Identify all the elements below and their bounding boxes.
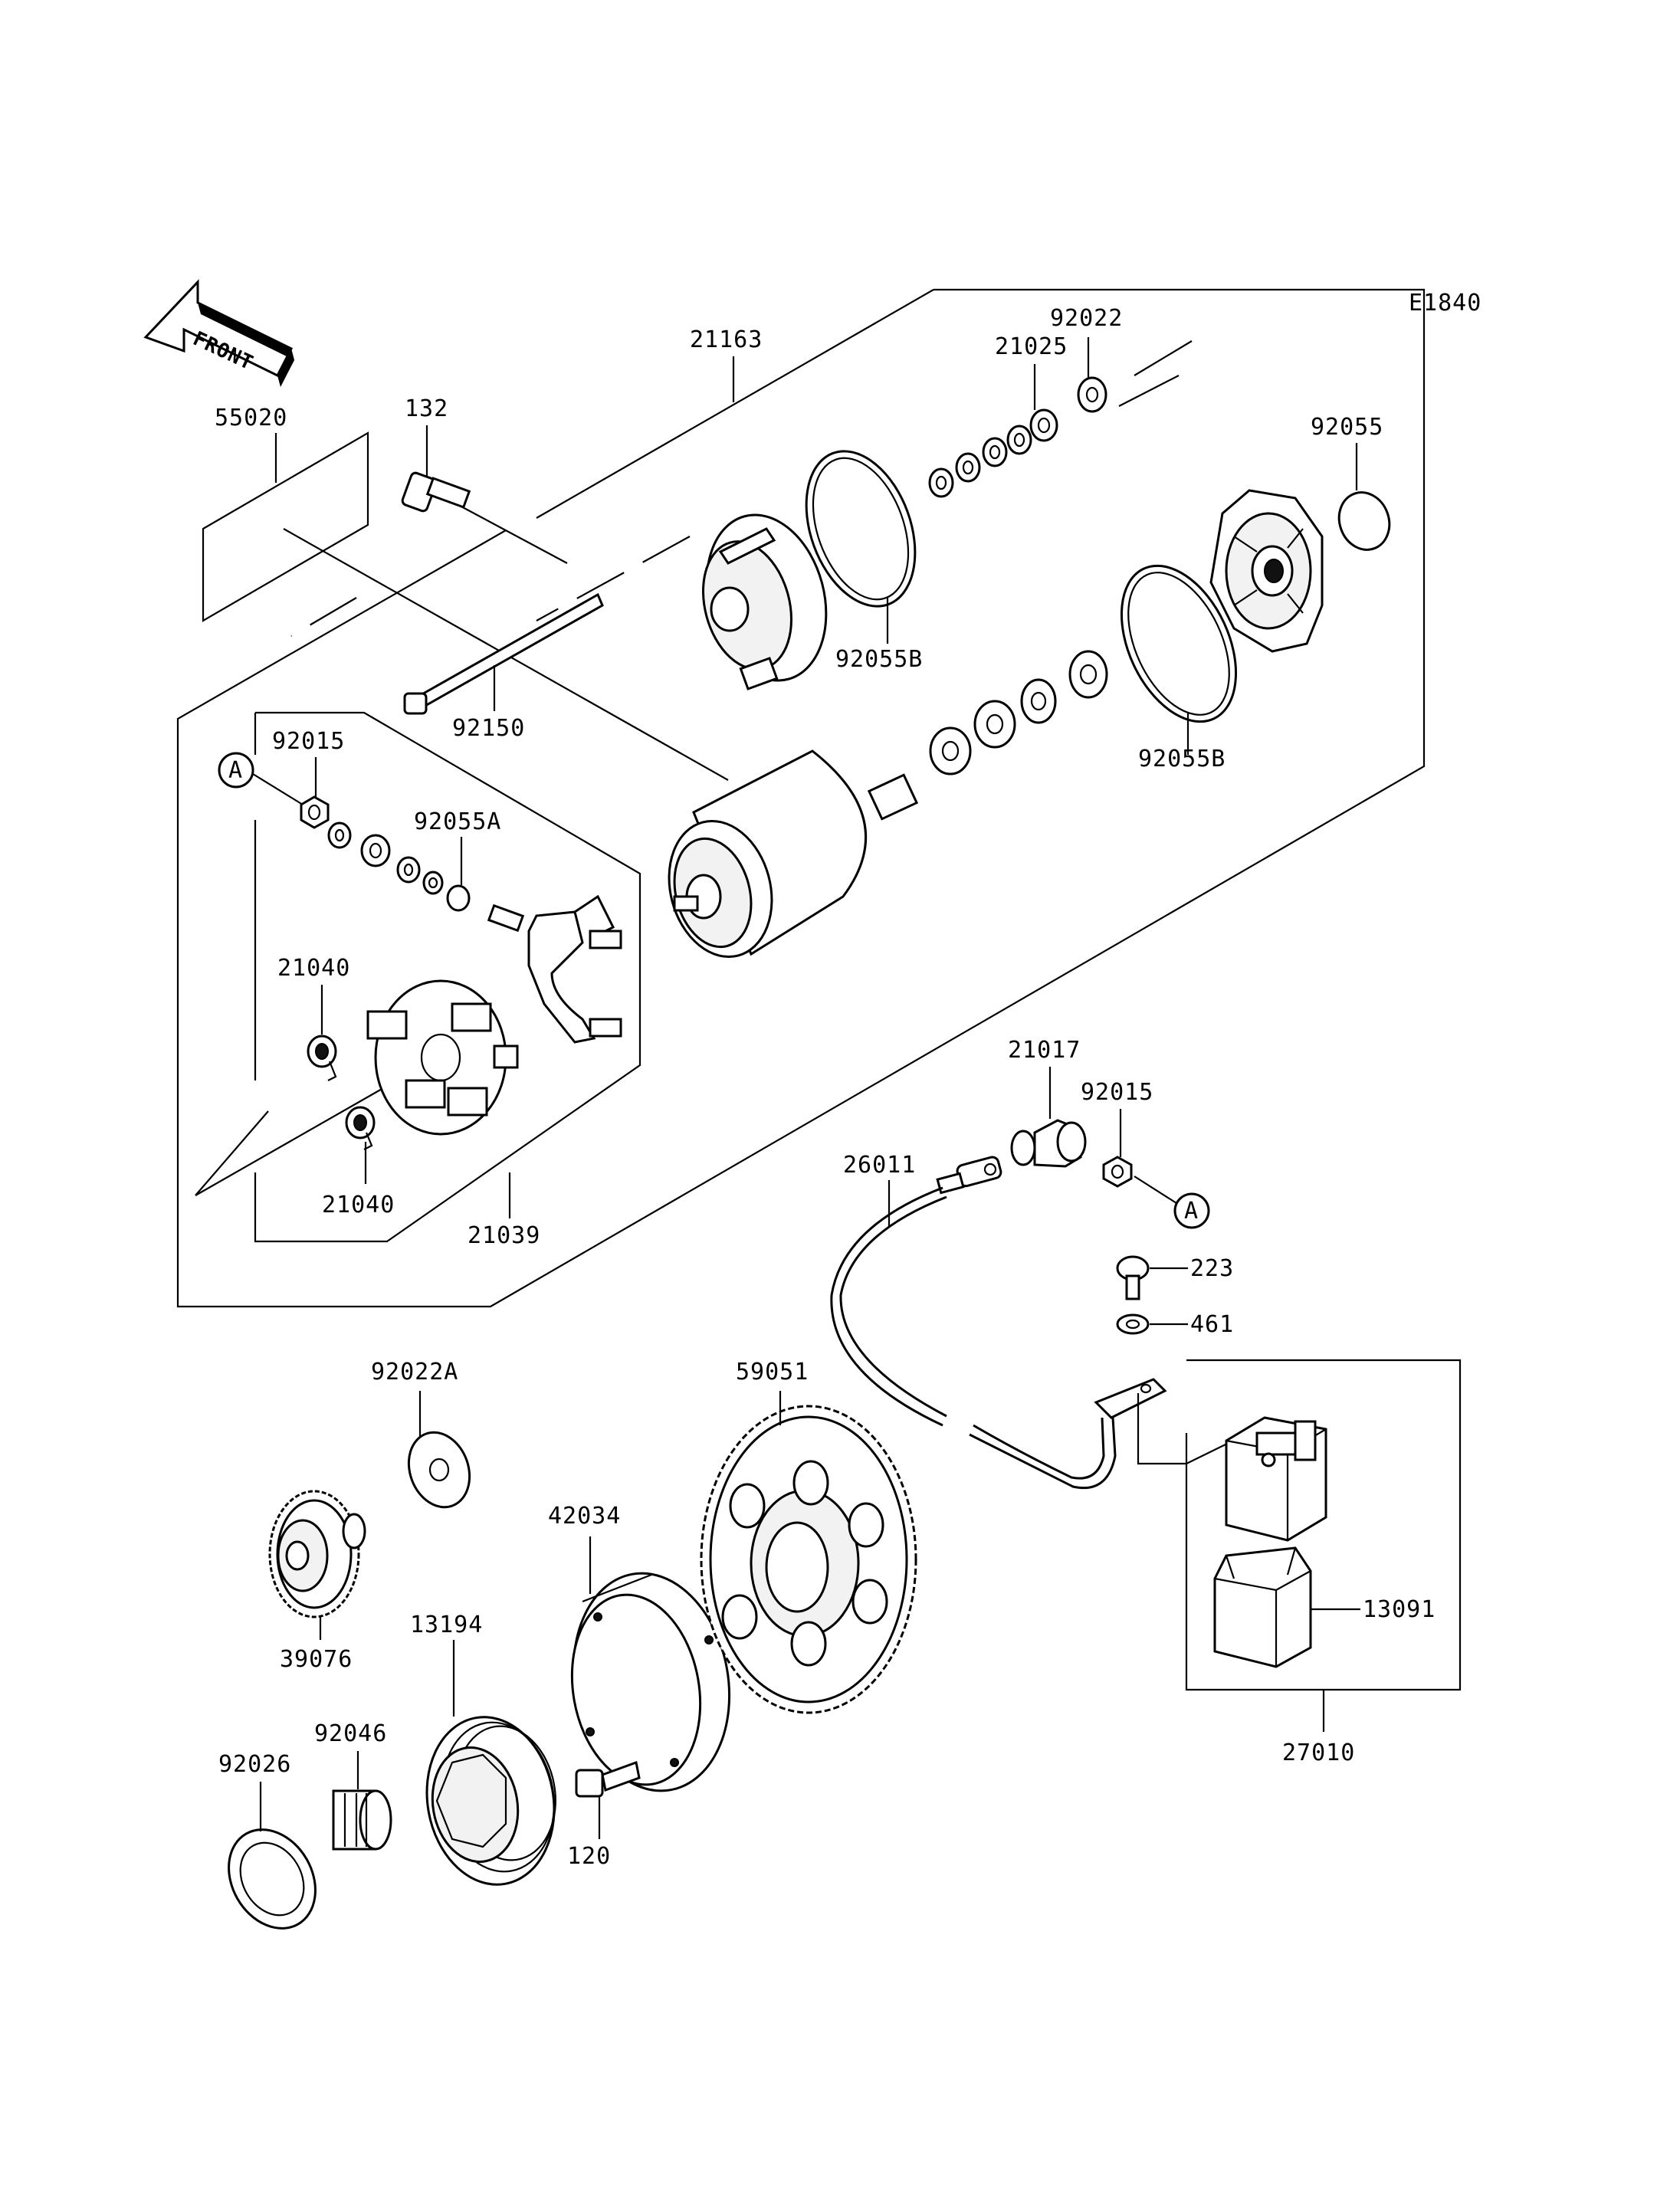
o-ring-92055 (1337, 491, 1391, 551)
o-ring-92055b-bottom (1120, 564, 1238, 723)
starter-relay (1225, 1416, 1327, 1542)
ref-marker-a-left (218, 752, 254, 789)
part-label-13194: 13194 (410, 1612, 483, 1638)
starter-gear-59051 (700, 1405, 917, 1714)
front-arrow-icon: FRONT (143, 279, 294, 387)
part-label-59051: 59051 (736, 1359, 809, 1385)
axis-line (459, 505, 568, 564)
screw-223 (1116, 1255, 1150, 1300)
part-label-92022: 92022 (1050, 305, 1123, 332)
rear-cover (701, 513, 828, 690)
nut-92015-right (1102, 1156, 1133, 1188)
nut-washers-92015 (300, 795, 471, 912)
washer-461 (1116, 1313, 1150, 1335)
part-label-21025: 21025 (995, 333, 1068, 360)
o-ring-92055b-bottom-inner (1127, 572, 1230, 716)
axis-line (195, 1110, 269, 1196)
washer-stack-21025 (928, 376, 1107, 498)
needle-bearing-92046 (332, 1789, 392, 1851)
terminal-boot-21017 (1010, 1119, 1087, 1168)
part-label-92055b-bottom: 92055B (1138, 746, 1226, 772)
part-label-92022a: 92022A (371, 1359, 458, 1385)
part-label-92046: 92046 (314, 1720, 387, 1747)
part-label-92015-left: 92015 (272, 728, 345, 755)
part-label-21017: 21017 (1008, 1037, 1081, 1064)
frame-top-edge (536, 289, 934, 519)
bolt-120 (575, 1760, 641, 1798)
axis-line (195, 1087, 384, 1196)
part-label-461: 461 (1190, 1311, 1234, 1338)
axis-line (1118, 375, 1180, 407)
part-label-92026: 92026 (218, 1751, 291, 1778)
starter-assembly-frame (176, 288, 1426, 1308)
front-cover (1209, 489, 1324, 653)
idle-gear-39076 (268, 1490, 366, 1618)
part-label-92055: 92055 (1311, 414, 1383, 441)
part-label-27010: 27010 (1282, 1740, 1355, 1766)
part-label-223: 223 (1190, 1255, 1234, 1282)
ref-marker-a-left-text: A (228, 757, 243, 784)
clutch-housing-42034 (570, 1572, 731, 1792)
part-label-120: 120 (567, 1843, 611, 1870)
leader-line (1134, 1176, 1177, 1204)
relay-cover-13091 (1213, 1546, 1312, 1668)
part-label-21163: 21163 (690, 326, 763, 353)
washer-stack-front (929, 650, 1108, 776)
part-label-132: 132 (405, 395, 448, 422)
o-ring-92055b-top-inner (812, 457, 910, 601)
cable-26011 (830, 1156, 1167, 1490)
axis-line (290, 597, 357, 637)
part-label-92150: 92150 (452, 715, 525, 742)
part-label-26011: 26011 (843, 1152, 916, 1179)
ref-marker-a-right (1173, 1192, 1210, 1229)
washer-461-hole (1125, 1319, 1140, 1330)
part-label-92055a: 92055A (414, 808, 501, 835)
relay-frame (1185, 1359, 1462, 1691)
leader-line (252, 773, 304, 805)
label-plate (202, 431, 369, 622)
nut-92015-right-hole (1111, 1164, 1124, 1179)
motor-yoke (668, 749, 919, 959)
part-label-42034: 42034 (548, 1503, 621, 1530)
part-label-92015-right: 92015 (1081, 1079, 1153, 1106)
diagram-code: E1840 (1409, 290, 1481, 316)
terminal-bracket (487, 894, 622, 1044)
brush-holder-frame (254, 711, 641, 1243)
axis-line (1134, 340, 1193, 376)
washer-92022a-hole (428, 1458, 450, 1482)
washer-92026 (228, 1828, 317, 1930)
part-label-92055b-top: 92055B (835, 646, 923, 673)
bolt-132 (401, 471, 568, 564)
axis-line (536, 536, 691, 621)
washer-92022a (407, 1431, 471, 1509)
part-label-21039: 21039 (468, 1222, 540, 1249)
part-label-39076: 39076 (280, 1646, 353, 1673)
relay-frame-link (1137, 1393, 1186, 1465)
part-label-21040-top: 21040 (277, 955, 350, 982)
part-label-21040-bottom: 21040 (322, 1192, 395, 1218)
part-label-55020: 55020 (215, 405, 287, 431)
spring-21040-top (307, 1035, 337, 1081)
part-label-13091: 13091 (1363, 1596, 1436, 1623)
washer-92026-inner (239, 1841, 305, 1917)
brush-holder-plate (366, 979, 519, 1136)
clutch-13194 (425, 1716, 556, 1886)
ref-marker-a-right-text: A (1184, 1198, 1199, 1225)
spring-21040-bottom (345, 1106, 376, 1150)
through-bolt-92150 (403, 592, 604, 715)
